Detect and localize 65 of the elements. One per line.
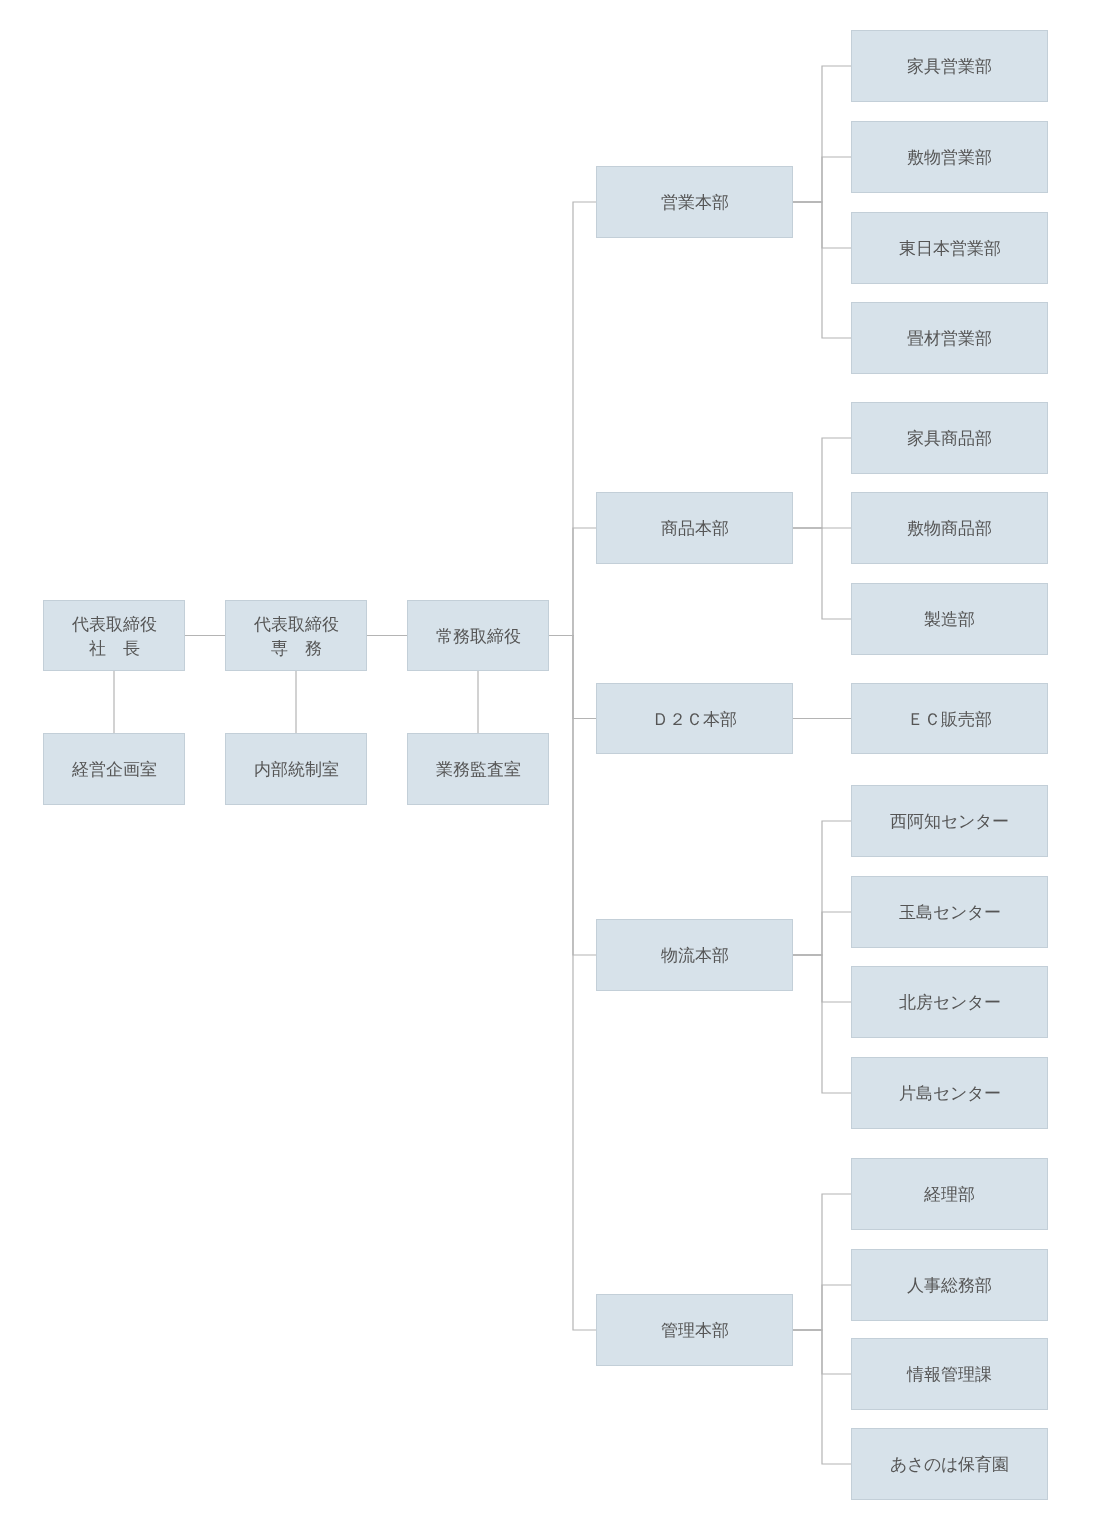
connector-line [477, 670, 479, 734]
org-unit-box [596, 683, 793, 754]
unit-name: 専 務 [270, 636, 322, 660]
unit-name: 北房センター [898, 991, 1001, 1014]
org-unit-box [407, 733, 549, 805]
connector-line [792, 1329, 852, 1465]
connector-line [366, 634, 408, 637]
unit-name: 商品本部 [660, 517, 729, 540]
unit-name: 経理部 [924, 1183, 975, 1206]
org-unit-box [596, 1294, 793, 1366]
org-unit-box [851, 492, 1048, 564]
unit-name: 社 長 [88, 636, 140, 660]
connector-line [113, 670, 115, 734]
connector-line [792, 954, 852, 1094]
org-unit-box [851, 30, 1048, 102]
unit-name: 常務取締役 [435, 624, 521, 648]
org-unit-box [851, 683, 1048, 754]
unit-name: 敷物営業部 [907, 146, 992, 169]
unit-name: 情報管理課 [907, 1363, 992, 1386]
unit-name: 営業本部 [660, 191, 729, 214]
org-unit-box [851, 1057, 1048, 1129]
unit-name: ＥＣ販売部 [907, 707, 992, 731]
org-unit-box [851, 966, 1048, 1038]
unit-name: 片島センター [898, 1082, 1001, 1105]
org-unit-box [407, 600, 549, 671]
unit-name: 業務監査室 [435, 758, 521, 781]
org-unit-box [851, 121, 1048, 193]
unit-name: あさのは保育園 [890, 1453, 1009, 1476]
org-unit-box [851, 583, 1048, 655]
org-unit-box [851, 876, 1048, 948]
unit-name: 代表取締役 [71, 612, 157, 636]
unit-name: 製造部 [924, 608, 975, 631]
org-unit-box [596, 166, 793, 238]
org-unit-box [851, 785, 1048, 857]
unit-name: 経営企画室 [71, 758, 157, 781]
org-unit-box [851, 302, 1048, 374]
unit-name: 管理本部 [660, 1319, 729, 1342]
unit-name: 畳材営業部 [907, 327, 992, 350]
org-unit-box [851, 1338, 1048, 1410]
connector-line [792, 527, 852, 620]
unit-name: Ｄ２Ｃ本部 [652, 707, 737, 731]
unit-name: 人事総務部 [907, 1274, 992, 1297]
org-unit-box [225, 733, 367, 805]
connector-line [295, 670, 297, 734]
org-unit-box [851, 1158, 1048, 1230]
org-unit-box [851, 212, 1048, 284]
unit-name: 内部統制室 [253, 758, 339, 781]
org-unit-box [596, 492, 793, 564]
connector-line [792, 717, 852, 720]
unit-name: 東日本営業部 [898, 237, 1001, 260]
unit-name: 家具商品部 [907, 427, 992, 450]
org-unit-box [851, 1428, 1048, 1500]
org-unit-box [851, 402, 1048, 474]
connector-line [184, 634, 226, 637]
org-unit-box [851, 1249, 1048, 1321]
org-unit-box [225, 600, 367, 671]
unit-name: 玉島センター [898, 901, 1001, 924]
org-unit-box [43, 733, 185, 805]
unit-name: 西阿知センター [890, 810, 1009, 833]
org-unit-box [596, 919, 793, 991]
unit-name: 敷物商品部 [907, 517, 992, 540]
unit-name: 家具営業部 [907, 55, 992, 78]
unit-name: 代表取締役 [253, 612, 339, 636]
org-unit-box [43, 600, 185, 671]
unit-name: 物流本部 [660, 944, 729, 967]
